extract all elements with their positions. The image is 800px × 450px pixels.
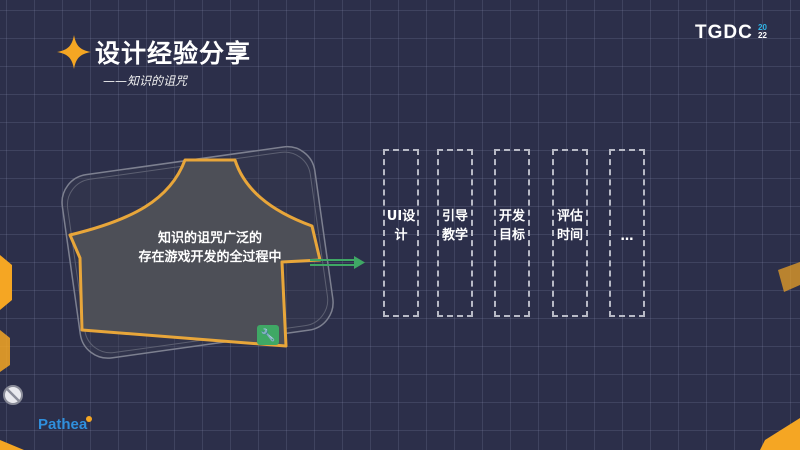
stage-box-dev-goals: 开发目标 bbox=[494, 149, 530, 317]
tgdc-logo-year: 20 22 bbox=[758, 24, 767, 40]
tgdc-logo: TGDC bbox=[695, 22, 753, 43]
page-subtitle: ——知识的诅咒 bbox=[103, 74, 188, 88]
pathea-logo-mark bbox=[86, 416, 92, 422]
stage-box-more: … bbox=[609, 149, 645, 317]
stage-box-ui-design: UI设计 bbox=[383, 149, 419, 317]
tgdc-year-bottom: 22 bbox=[758, 31, 767, 40]
shirt-shape bbox=[68, 158, 322, 348]
pathea-logo: Pathea bbox=[38, 416, 88, 433]
stage-label: 引导教学 bbox=[441, 209, 468, 243]
stage-label: 开发目标 bbox=[498, 209, 525, 243]
stage-box-time-estimate: 评估时间 bbox=[552, 149, 588, 317]
tgdc-year-top: 20 bbox=[758, 23, 767, 32]
page-title: 设计经验分享 bbox=[95, 39, 252, 68]
no-sign-icon bbox=[3, 385, 23, 405]
shirt-caption: 知识的诅咒广泛的 存在游戏开发的全过程中 bbox=[80, 229, 340, 267]
wrench-icon: 🔧 bbox=[257, 325, 279, 345]
shirt-caption-line-1: 知识的诅咒广泛的 bbox=[157, 231, 262, 246]
arrow-right-icon bbox=[310, 256, 365, 269]
shirt-illustration bbox=[61, 145, 334, 359]
shirt-caption-line-2: 存在游戏开发的全过程中 bbox=[138, 250, 282, 265]
stage-label: UI设计 bbox=[386, 209, 416, 243]
stage-label: 评估时间 bbox=[556, 209, 583, 243]
stage-label: … bbox=[620, 229, 634, 244]
stage-box-tutorial: 引导教学 bbox=[437, 149, 473, 317]
sparkle-star-icon bbox=[57, 35, 91, 69]
